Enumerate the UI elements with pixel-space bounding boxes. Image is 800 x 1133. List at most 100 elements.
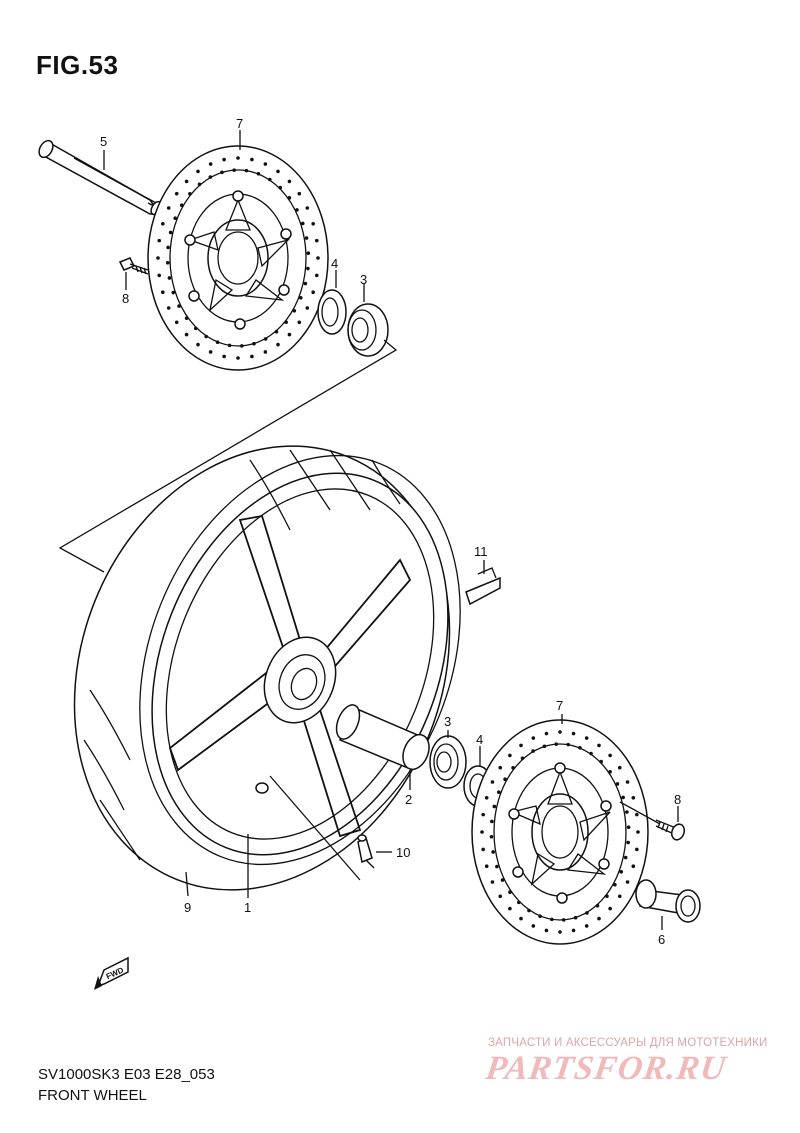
disc-drill-hole [174,320,179,325]
bearing-part-3-bottom [429,730,467,789]
disc-drill-hole [496,790,501,795]
disc-drill-hole [263,350,268,354]
callout-4-top: 4 [331,256,338,271]
disc-drill-hole [157,273,162,278]
disc-drill-hole [220,170,224,175]
disc-drill-hole [636,830,640,834]
disc-drill-hole [252,341,256,346]
disc-drill-hole [489,834,494,839]
assembly-bracket-line [58,339,398,573]
disc-drill-hole [287,179,292,184]
disc-drill-hole [179,203,184,207]
disc-drill-hole [584,736,589,740]
disc-drill-hole [492,804,497,809]
callout-8-bottom: 8 [674,792,681,807]
disc-drill-hole [166,206,171,210]
disc-drill-hole [250,354,254,359]
disc-drill-hole [297,320,302,325]
disc-drill-hole [184,332,189,337]
disc-drill-hole [204,334,208,339]
disc-drill-hole [531,749,535,753]
disc-drill-hole [193,326,198,331]
disc-drill-hole [287,332,292,337]
disc-drill-hole [573,915,578,920]
disc-drill-hole [297,191,302,196]
disc-drill-hole [256,171,261,176]
disc-drill-hole [168,230,173,235]
disc-drill-hole [268,177,272,182]
disc-drill-hole [480,830,484,834]
disc-drill-hole [222,354,226,359]
callout-8-top: 8 [122,291,129,306]
disc-drill-hole [531,924,536,928]
disc-drill-hole [619,869,624,874]
disc-drill-hole [156,256,160,260]
disc-drill-hole [490,780,495,784]
watermark-brand-logo: PARTSFOR.RU [483,1050,729,1087]
disc-drill-hole [527,908,531,913]
figure-title: FIG.53 [36,50,119,80]
disc-drill-hole [303,281,308,286]
disc-drill-hole [244,168,249,173]
disc-drill-hole [490,880,495,884]
disc-drill-hole [625,780,630,784]
disc-drill-hole [578,745,582,750]
oil-seal-part-4-top [317,270,347,335]
disc-drill-hole [589,751,593,756]
disc-drill-hole [215,340,220,345]
disc-drill-hole [305,206,310,210]
disc-drill-hole [165,260,170,265]
disc-drill-hole [498,894,503,899]
callout-7-bottom: 7 [556,698,563,713]
bearing-part-3-top [347,284,389,357]
disc-drill-hole [166,306,171,310]
disc-drill-hole [484,795,489,800]
disc-drill-hole [276,169,280,174]
disc-drill-hole [306,251,311,256]
disc-drill-hole [174,191,179,196]
disc-drill-hole [599,759,603,764]
disc-drill-hole [595,903,600,908]
disc-drill-hole [188,191,192,196]
callout-3-top: 3 [360,272,367,287]
disc-drill-hole [495,864,499,869]
wheel-tire-assembly [73,445,461,898]
disc-drill-hole [166,245,170,250]
disc-drill-hole [263,337,268,341]
disc-drill-hole [635,847,639,852]
disc-drill-hole [306,266,310,271]
disc-drill-hole [571,928,576,933]
disc-drill-hole [558,730,562,734]
disc-drill-hole [304,236,309,240]
callout-9: 9 [184,900,191,915]
callout-1: 1 [244,900,251,915]
disc-drill-hole [171,290,176,295]
diagram-section-name: FRONT WHEEL [38,1087,147,1104]
disc-drill-hole [184,316,189,320]
disc-drill-hole [250,157,254,162]
disc-drill-hole [314,238,319,243]
disc-drill-hole [605,894,609,899]
disc-drill-hole [236,156,240,160]
disc-drill-hole [300,221,305,226]
disc-drill-hole [613,883,617,887]
disc-drill-hole [184,179,189,184]
disc-drill-hole [571,731,576,736]
disc-drill-hole [481,847,485,852]
brake-disc-part-7-bottom [471,714,661,945]
disc-drill-hole [311,221,315,226]
disc-drill-hole [625,810,629,814]
disc-drill-hole [621,795,625,800]
disc-drill-hole [287,196,292,200]
disc-drill-hole [608,770,612,774]
disc-drill-hole [544,928,549,933]
disc-drill-hole [561,918,566,922]
disc-drill-hole [508,753,512,758]
brake-disc-part-7-top [147,130,329,371]
disc-drill-hole [208,175,213,179]
callout-10: 10 [396,845,410,860]
disc-drill-hole [635,812,639,817]
disc-drill-hole [626,825,631,830]
